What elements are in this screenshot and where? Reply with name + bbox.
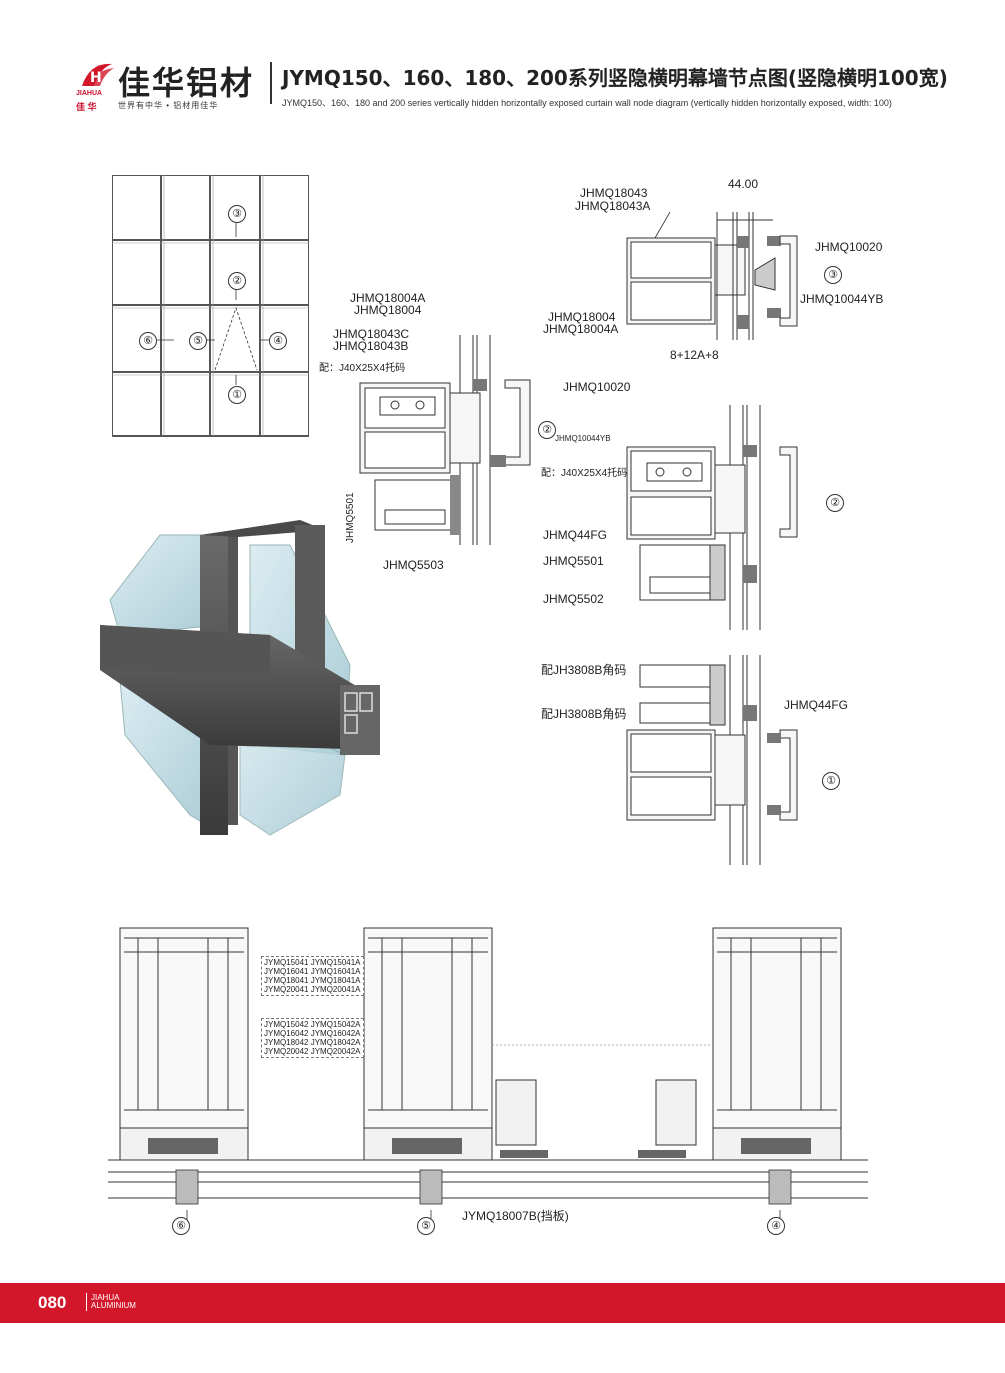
label-jhmq5501-mid: JHMQ5501	[543, 554, 604, 568]
label-jhmq10020-left: JHMQ10020	[563, 380, 631, 394]
label-jhmq18043c: JHMQ18043C	[333, 327, 410, 341]
label-jhmq18004a-top: JHMQ18004A	[543, 322, 619, 336]
footer-brand-1: JIAHUA	[91, 1293, 120, 1302]
header-divider	[270, 62, 272, 104]
svg-text:H: H	[90, 70, 102, 86]
node-marker-1: ①	[822, 772, 840, 790]
label-jhmq10044yb-left: JHMQ10044YB	[555, 434, 611, 443]
plan-label: JYMQ16041 JYMQ16041A	[264, 967, 361, 976]
elevation-diagram	[112, 175, 309, 437]
node-detail-3	[626, 211, 798, 340]
plan-label-group-2: JYMQ15042 JYMQ15042A JYMQ16042 JYMQ16042…	[261, 1018, 364, 1058]
footer-brand-2: ALUMINIUM	[91, 1301, 136, 1310]
label-jhmq10044yb-top: JHMQ10044YB	[800, 292, 884, 306]
page-footer: 080 JIAHUA ALUMINIUM	[0, 1283, 1005, 1323]
dim-44: 44.00	[728, 177, 759, 191]
label-jhmq44fg-mid: JHMQ44FG	[543, 528, 608, 542]
label-jh3808b-2: 配JH3808B角码	[541, 707, 627, 721]
label-jhmq44fg-bottom: JHMQ44FG	[784, 698, 849, 712]
label-jhmq5502: JHMQ5502	[543, 592, 604, 606]
label-jhmq18004a-left: JHMQ18004A	[350, 291, 426, 305]
label-jh3808b-1: 配JH3808B角码	[541, 663, 627, 677]
page-header: H 佳华铝材 JIAHUA 佳 华 世界有中华 • 铝材用佳华 JYMQ150、…	[0, 0, 1005, 130]
plan-marker-5: ⑤	[417, 1217, 435, 1235]
plan-label: JYMQ16042 JYMQ16042A	[264, 1029, 361, 1038]
label-jhmq18004-top: JHMQ18004	[548, 310, 616, 324]
jiahua-logo-icon: H	[82, 63, 114, 86]
plan-label: JYMQ18042 JYMQ18042A	[264, 1038, 361, 1047]
node-marker-2-mid: ②	[826, 494, 844, 512]
label-jymq18007b: JYMQ18007B(挡板)	[462, 1209, 569, 1223]
slogan: 世界有中华 • 铝材用佳华	[118, 101, 219, 110]
marker-1: ①	[228, 386, 246, 404]
page-title: JYMQ150、160、180、200系列竖隐横明幕墙节点图(竖隐横明100宽)	[282, 66, 948, 90]
plan-label: JYMQ15041 JYMQ15041A	[264, 958, 361, 967]
brand-name: 佳华铝材	[118, 64, 255, 102]
marker-4: ④	[269, 332, 287, 350]
brand-en: JIAHUA	[76, 90, 103, 97]
label-jhmq18043b: JHMQ18043B	[333, 339, 409, 353]
node-detail-2-left	[359, 335, 531, 545]
curtain-wall-3d-render	[100, 520, 380, 836]
node-marker-2-left: ②	[538, 421, 556, 439]
label-jhmq18004-left: JHMQ18004	[354, 303, 422, 317]
footer-divider	[86, 1293, 87, 1311]
page-number: 080	[38, 1293, 67, 1312]
label-jhmq18043: JHMQ18043	[580, 186, 648, 200]
plan-label: JYMQ20041 JYMQ20041A	[264, 985, 361, 994]
page-subtitle: JYMQ150、160、180 and 200 series verticall…	[282, 98, 892, 108]
label-glass-spec: 8+12A+8	[670, 348, 719, 362]
label-jhmq18043a: JHMQ18043A	[575, 199, 651, 213]
plan-label: JYMQ18041 JYMQ18041A	[264, 976, 361, 985]
plan-label: JYMQ15042 JYMQ15042A	[264, 1020, 361, 1029]
node-marker-3: ③	[824, 266, 842, 284]
marker-3: ③	[228, 205, 246, 223]
label-bracket-left: 配：J40X25X4托码	[319, 363, 406, 374]
plan-marker-4: ④	[767, 1217, 785, 1235]
label-bracket-mid: 配：J40X25X4托码	[541, 468, 628, 479]
marker-2: ②	[228, 272, 246, 290]
plan-label-group-1: JYMQ15041 JYMQ15041A JYMQ16041 JYMQ16041…	[261, 956, 364, 996]
plan-marker-6: ⑥	[172, 1217, 190, 1235]
label-jhmq5501-left: JHMQ5501	[345, 492, 356, 543]
marker-5: ⑤	[189, 332, 207, 350]
plan-label: JYMQ20042 JYMQ20042A	[264, 1047, 361, 1056]
label-jhmq5503: JHMQ5503	[383, 558, 444, 572]
plan-section-drawing	[108, 927, 868, 1220]
marker-6: ⑥	[139, 332, 157, 350]
footer-brand: JIAHUA ALUMINIUM	[91, 1294, 136, 1310]
node-detail-2-right	[626, 405, 798, 630]
brand-small: 佳 华	[76, 102, 97, 112]
node-detail-1	[626, 655, 798, 865]
label-jhmq10020-top: JHMQ10020	[815, 240, 883, 254]
